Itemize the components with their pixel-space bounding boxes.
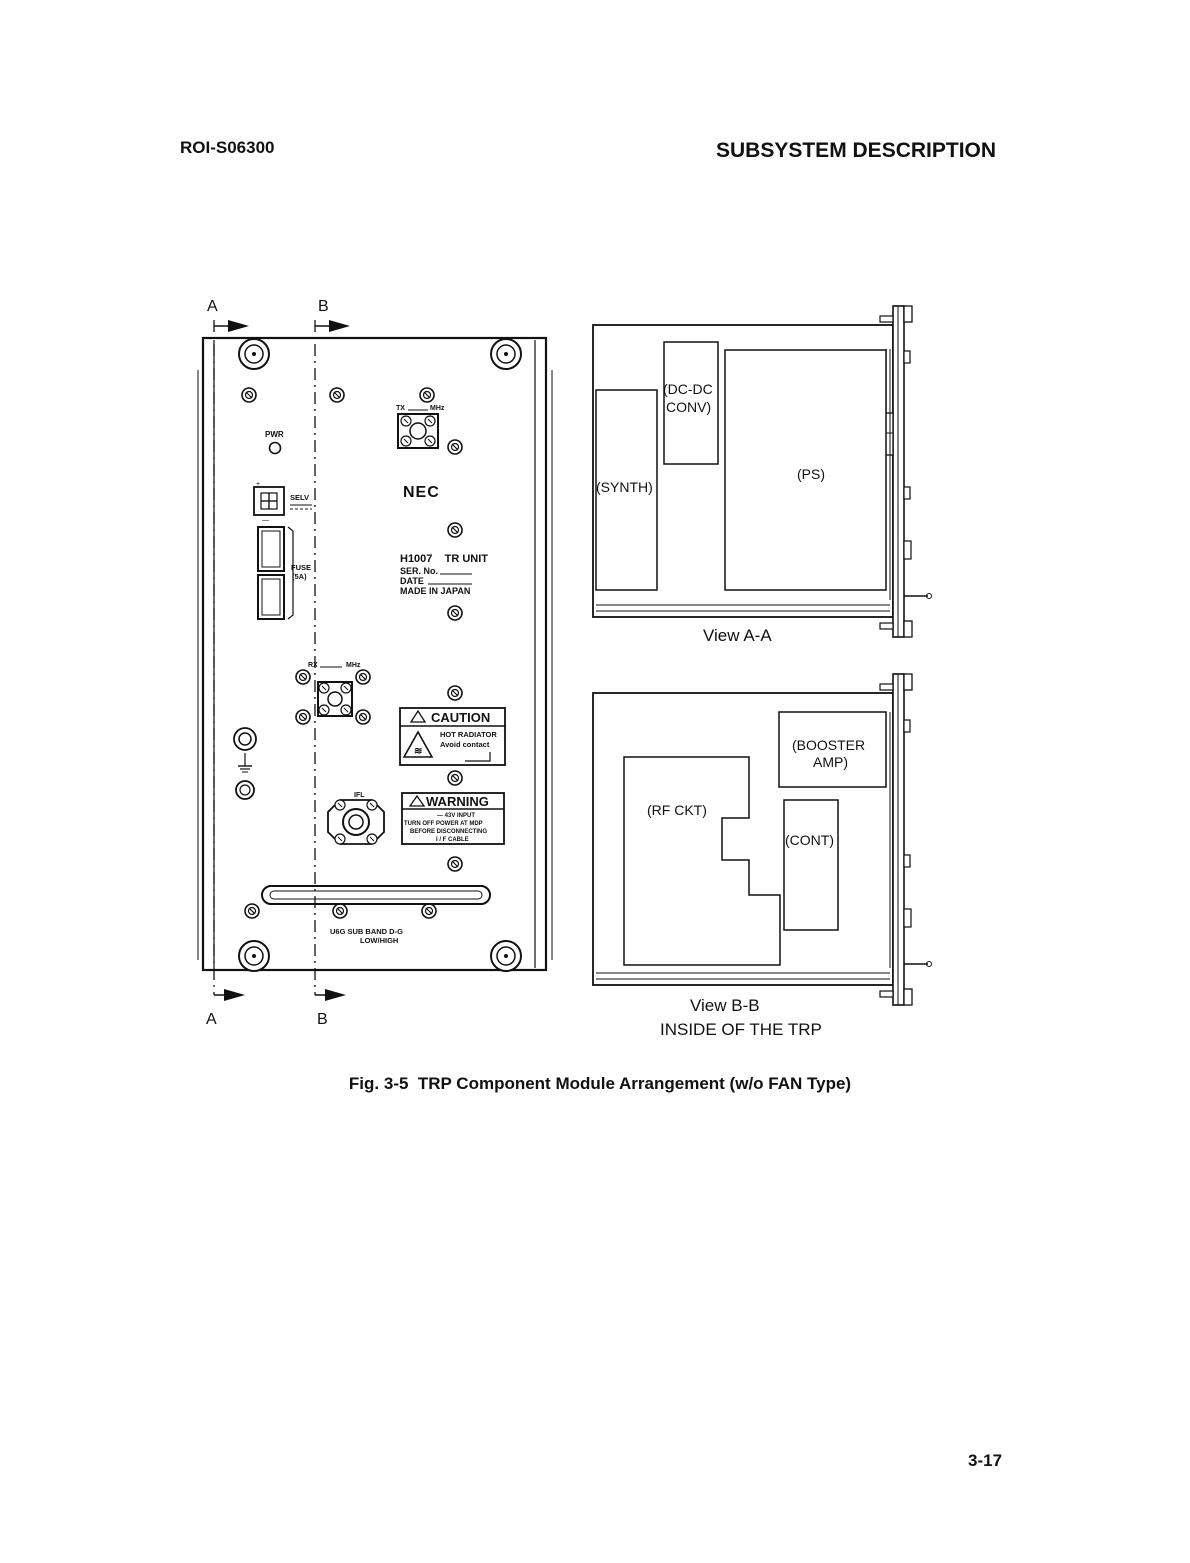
rx-port-icon <box>317 681 353 717</box>
section-cut-lines <box>213 320 350 1001</box>
pwr-label: PWR <box>265 430 284 439</box>
corner-screw-icon <box>238 940 270 972</box>
front-panel: TX MHz PWR + — SELV <box>197 336 553 972</box>
tx-label: TX <box>396 405 405 412</box>
selv-connector-icon: + — <box>253 481 285 524</box>
dc-dc-conv-module <box>663 341 719 465</box>
cont-label: (CONT) <box>785 832 834 848</box>
caution-line-1: HOT RADIATOR <box>440 730 497 739</box>
view-aa-title: View A-A <box>703 626 772 645</box>
hot-surface-icon <box>402 730 434 758</box>
caution-line-2: Avoid contact <box>440 740 490 749</box>
tx-unit: MHz <box>430 405 445 412</box>
booster-label-line-2: AMP) <box>813 754 848 770</box>
view-aa-drawing <box>592 305 932 638</box>
model-label: H1007 TR UNIT <box>400 553 488 565</box>
front-panel-body <box>201 336 548 972</box>
warning-line-4: I / F CABLE <box>436 837 469 843</box>
synth-module <box>595 389 658 591</box>
date-label: DATE <box>400 576 424 586</box>
page-number: 3-17 <box>968 1451 1003 1470</box>
fuse-holder-icon <box>257 526 294 620</box>
fuse-label: FUSE <box>291 563 311 572</box>
section-mark-b-top: B <box>318 298 329 315</box>
pwr-led-icon <box>268 441 282 455</box>
ps-module <box>724 349 887 591</box>
warning-label <box>401 792 505 845</box>
booster-label-line-1: (BOOSTER <box>792 737 865 753</box>
caution-title: CAUTION <box>431 710 490 725</box>
section-mark-a-top: A <box>207 298 218 315</box>
svg-text:+: + <box>256 481 260 488</box>
rf-ckt-label: (RF CKT) <box>647 802 707 818</box>
corner-screw-icon <box>490 338 522 370</box>
section-title: SUBSYSTEM DESCRIPTION <box>716 139 997 162</box>
band-label-line-2: LOW/HIGH <box>360 936 398 945</box>
document-id: ROI-S06300 <box>180 138 275 157</box>
rf-ckt-module <box>623 756 781 966</box>
ground-terminal-icon <box>233 727 257 800</box>
serial-label: SER. No. <box>400 566 438 576</box>
caution-label: ≋ <box>399 707 506 766</box>
band-label-line-1: U6G SUB BAND D-G <box>330 927 403 936</box>
warning-line-2: TURN OFF POWER AT MDP <box>404 821 483 827</box>
rx-unit: MHz <box>346 662 361 669</box>
corner-screw-icon <box>490 940 522 972</box>
view-bb-subtitle: INSIDE OF THE TRP <box>660 1020 822 1039</box>
panel-handle <box>261 885 491 905</box>
warning-title: WARNING <box>426 794 489 809</box>
section-mark-a-bottom: A <box>206 1011 217 1028</box>
view-bb-title: View B-B <box>690 996 760 1015</box>
section-mark-b-bottom: B <box>317 1011 328 1028</box>
dc-dc-label-line-1: (DC-DC <box>663 381 713 397</box>
svg-text:—: — <box>262 517 269 524</box>
selv-label: SELV <box>290 493 309 502</box>
synth-label: (SYNTH) <box>596 479 653 495</box>
dc-dc-label-line-2: CONV) <box>666 399 711 415</box>
tx-port-icon <box>397 413 439 449</box>
origin-label: MADE IN JAPAN <box>400 586 470 596</box>
cont-module <box>783 799 839 931</box>
booster-amp-module <box>778 711 887 788</box>
rx-label: RX <box>308 662 318 669</box>
warning-line-3: BEFORE DISCONNECTING <box>410 829 487 835</box>
ifl-connector-icon <box>327 799 385 845</box>
figure-caption: Fig. 3-5 TRP Component Module Arrangemen… <box>348 1074 852 1093</box>
ps-label: (PS) <box>797 466 825 482</box>
warning-triangle-icon <box>408 794 426 807</box>
nec-logo: NEC <box>403 484 440 501</box>
corner-screw-icon <box>238 338 270 370</box>
warning-line-1: — 43V INPUT <box>437 813 475 819</box>
fuse-rating: (5A) <box>292 572 307 581</box>
ifl-label: IFL <box>354 792 365 799</box>
svg-text:≋: ≋ <box>414 746 422 757</box>
view-bb-drawing <box>592 673 932 1006</box>
warning-triangle-icon <box>409 709 427 723</box>
